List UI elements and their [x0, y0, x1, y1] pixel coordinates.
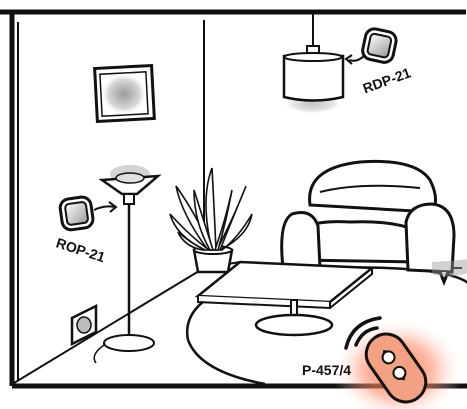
pendant-lamp [283, 12, 343, 114]
remote-label: P-457/4 [302, 362, 351, 378]
wall-picture [95, 66, 155, 122]
rop-arrow-icon [94, 202, 116, 212]
rdp-arrow-icon [346, 55, 365, 64]
rdp-label: RDP-21 [361, 64, 413, 96]
wall-socket [72, 306, 96, 344]
potted-plant [170, 168, 252, 272]
rdp-receiver-icon [361, 27, 398, 64]
rop-receiver-icon [59, 196, 94, 231]
floor-lamp [94, 165, 158, 363]
rop-label: ROP-21 [54, 234, 107, 265]
